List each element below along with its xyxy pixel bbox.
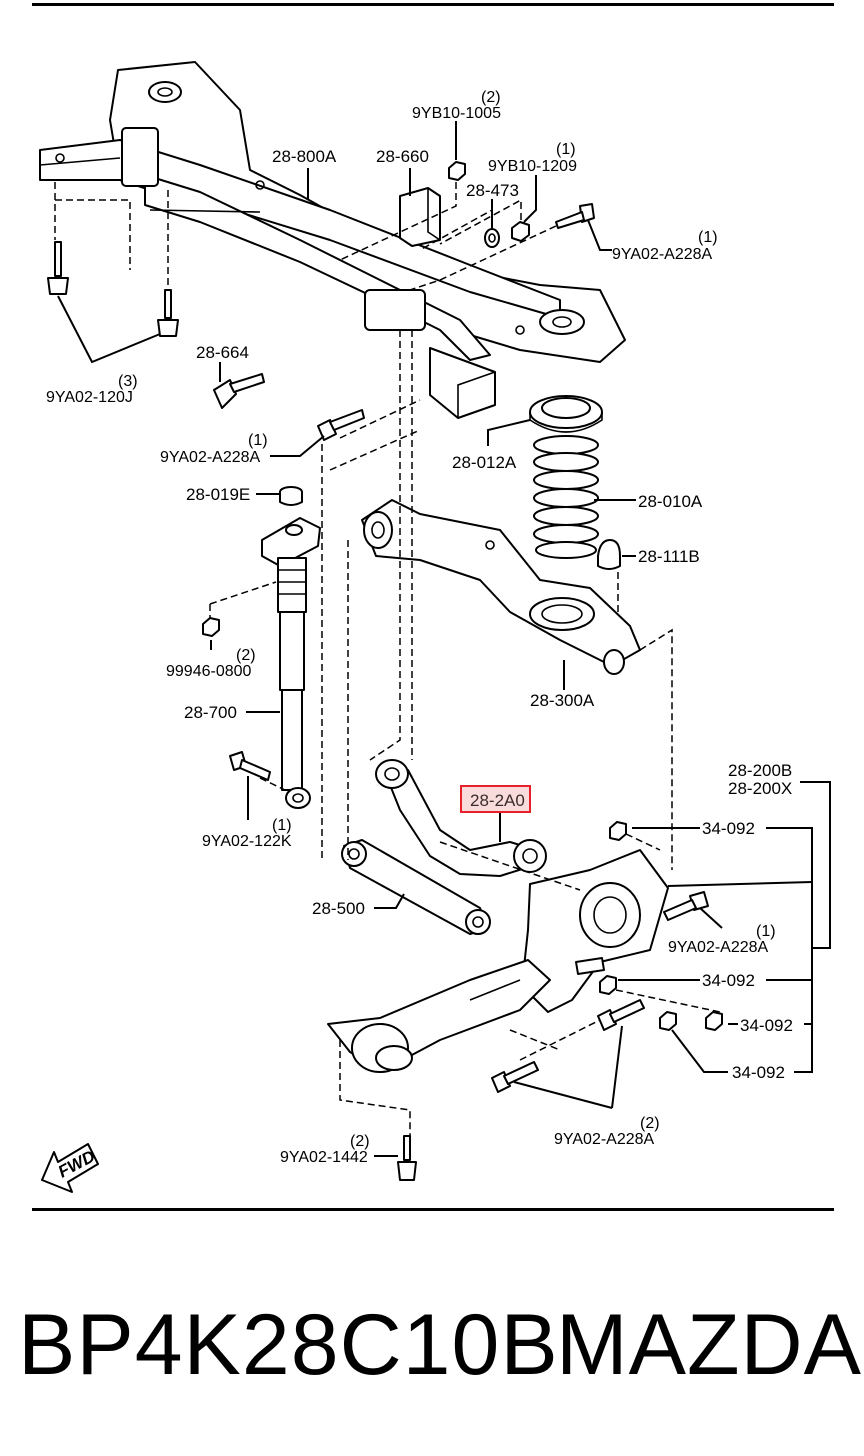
label-9ya02-a228a-left: 9YA02-A228A [160,449,261,466]
bolt-9ya02-122k [229,751,271,781]
qty-9yb10-1005: (2) [481,89,501,106]
bottom-rule [32,1208,834,1211]
label-9ya02-a228a-top: 9YA02-A228A [612,246,713,263]
label-9yb10-1005: 9YB10-1005 [412,105,501,122]
leader-lines [57,121,831,1157]
nut-34-092-d [659,1011,677,1031]
label-9ya02-122k: 9YA02-122K [202,833,292,850]
upper-arm-28-2a0 [375,759,547,877]
label-28-200b: 28-200B [728,761,792,780]
bolt-9ya02-1442 [397,1135,417,1181]
nut-9yb10-1209 [511,221,530,242]
label-28-700: 28-700 [184,703,237,722]
qty-9ya02-a228a-top: (1) [698,229,718,246]
qty-9ya02-a228a-right: (1) [756,923,776,940]
label-9ya02-a228a-bottom: 9YA02-A228A [554,1131,655,1148]
label-28-500: 28-500 [312,899,365,918]
qty-9yb10-1209: (1) [556,141,576,158]
bolt-9ya02-a228a-bottom-a [597,999,645,1031]
nut-99946-0800 [202,617,220,637]
qty-9ya02-a228a-left: (1) [248,432,268,449]
part-number: BP4K28C10B [18,1297,559,1393]
label-28-2a0: 28-2A0 [470,791,525,810]
label-34-092-a: 34-092 [702,819,755,838]
washer-28-473 [484,228,500,248]
label-9ya02-a228a-right: 9YA02-A228A [668,939,769,956]
bolt-9ya02-a228a-left [317,409,365,441]
label-9ya02-1442: 9YA02-1442 [280,1149,368,1166]
label-9ya02-120j: 9YA02-120J [46,389,133,406]
label-28-111b: 28-111B [638,547,700,566]
spring-seat-28-012a [529,395,603,433]
callout-labels: (2) 9YB10-1005 28-800A 28-660 (1) 9YB10-… [46,89,793,1166]
knuckle-trailing-arm-28-200b [327,849,669,1073]
exploded-parts-diagram: (2) 9YB10-1005 28-800A 28-660 (1) 9YB10-… [39,61,831,1193]
label-34-092-c: 34-092 [740,1016,793,1035]
qty-99946-0800: (2) [236,647,256,664]
label-28-300a: 28-300A [530,691,595,710]
alignment-lines [54,182,721,1136]
nut-34-092-b [599,975,617,995]
nut-9yb10-1005 [448,161,466,181]
shock-absorber-28-700 [261,517,321,809]
bolt-9ya02-a228a-top [555,203,595,229]
qty-9ya02-1442: (2) [350,1133,370,1150]
label-28-473: 28-473 [466,181,519,200]
bolt-9ya02-120j-a [47,241,69,295]
coil-spring-28-010a [533,435,599,559]
qty-9ya02-122k: (1) [272,817,292,834]
bump-stop-28-111b [597,539,621,570]
label-28-010a: 28-010A [638,492,703,511]
label-28-012a: 28-012A [452,453,517,472]
nut-34-092-c [705,1011,723,1031]
lower-arm-28-300a [361,499,641,675]
rubber-mount-28-660 [399,187,441,247]
label-9yb10-1209: 9YB10-1209 [488,158,577,175]
bolt-9ya02-a228a-right [663,891,709,921]
label-28-019e: 28-019E [186,485,250,504]
top-rule [32,3,834,6]
label-34-092-d: 34-092 [732,1063,785,1082]
bolt-9ya02-a228a-bottom-b [491,1061,539,1093]
label-28-800a: 28-800A [272,147,337,166]
bump-rubber-28-019e [279,486,303,506]
label-99946-0800: 99946-0800 [166,663,252,680]
qty-9ya02-a228a-bottom: (2) [640,1115,660,1132]
bolt-9ya02-120j-b [157,289,179,337]
subframe-28-800a [39,61,626,419]
nut-34-092-a [609,821,627,841]
label-28-200x: 28-200X [728,779,792,798]
label-28-660: 28-660 [376,147,429,166]
qty-9ya02-120j: (3) [118,373,138,390]
fwd-arrow-icon: FWD [41,1143,99,1193]
highlight-box-28-2a0 [460,785,531,813]
brand-name: MAZDA [556,1297,862,1393]
bolt-28-664 [213,373,265,409]
label-34-092-b: 34-092 [702,971,755,990]
label-28-664: 28-664 [196,343,249,362]
